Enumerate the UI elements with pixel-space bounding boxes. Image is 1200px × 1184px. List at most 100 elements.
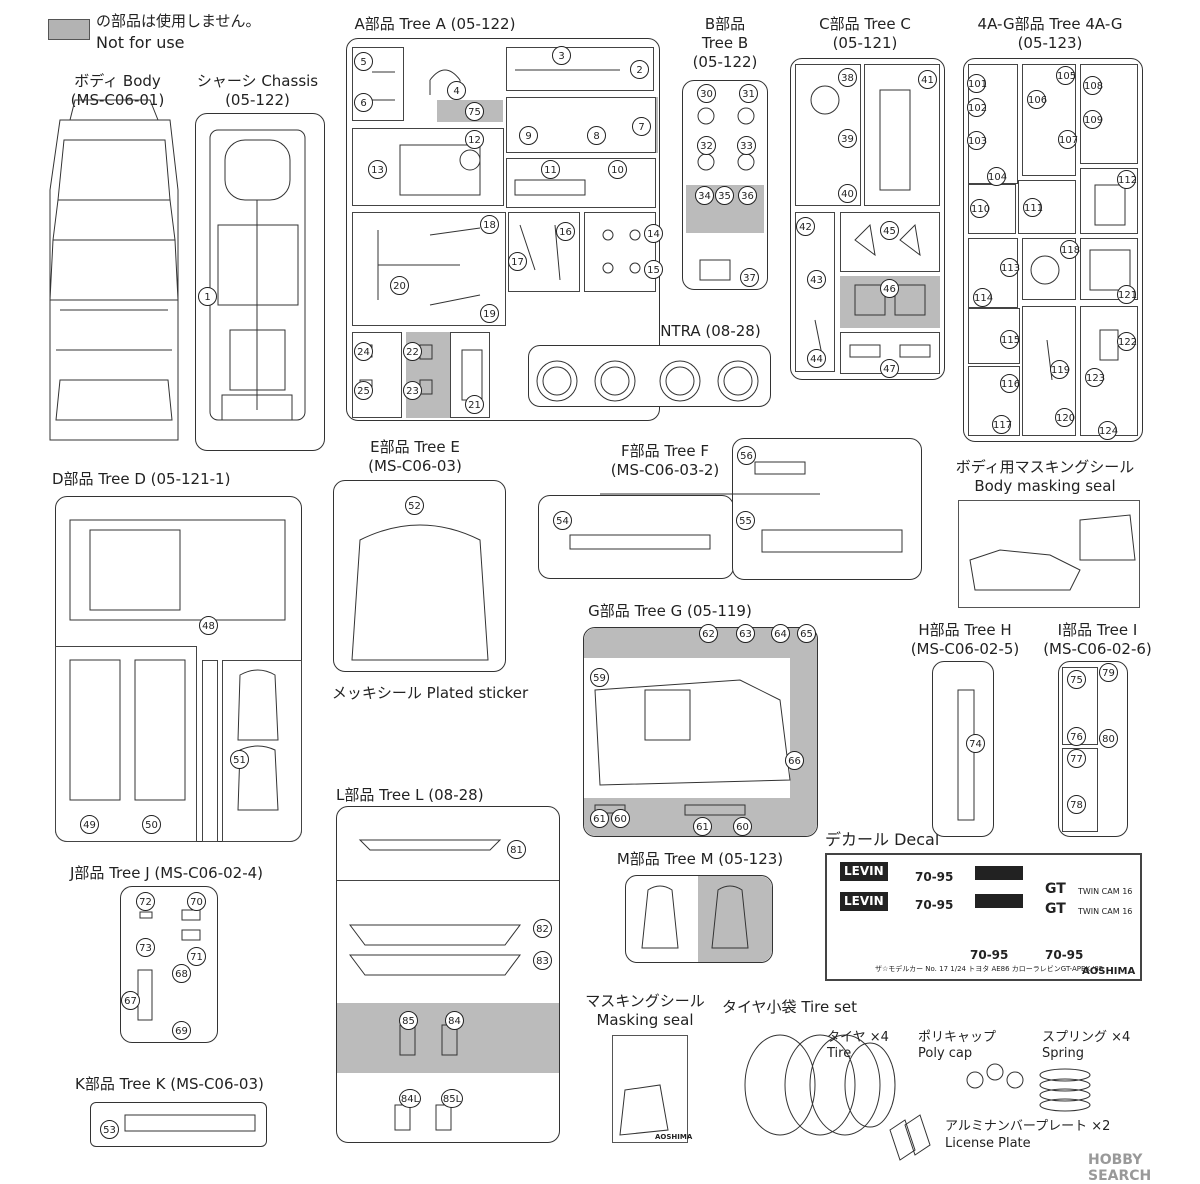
- tree-c-cell: [795, 212, 835, 372]
- tree-f-title: F部品 Tree F(MS-C06-03-2): [610, 442, 720, 479]
- part-number: 73: [136, 938, 155, 957]
- part-number: 67: [121, 991, 140, 1010]
- part-number: 119: [1050, 360, 1070, 379]
- part-number: 103: [967, 131, 987, 150]
- legend-text-en: Not for use: [96, 33, 185, 52]
- tire-set-title: タイヤ小袋 Tire set: [722, 998, 857, 1016]
- part-number: 123: [1085, 368, 1105, 387]
- part-number: 13: [368, 160, 387, 179]
- part-number: 80: [1099, 729, 1118, 748]
- tree-d-cell: [202, 660, 218, 842]
- decal-black-block-1: [975, 866, 1023, 880]
- body-outline: [49, 119, 179, 441]
- part-number: 104: [987, 167, 1007, 186]
- decal-footer: ザ☆モデルカー No. 17 1/24 トヨタ AE86 カローラレビンGT-A…: [875, 965, 1104, 973]
- decal-plate-2: 70-95: [915, 898, 954, 912]
- part-number: 2: [630, 60, 649, 79]
- tree-k-title: K部品 Tree K (MS-C06-03): [75, 1075, 264, 1093]
- part-number: 9: [519, 126, 538, 145]
- part-number: 106: [1027, 90, 1047, 109]
- part-number: 65: [797, 624, 816, 643]
- part-number: 53: [100, 1120, 119, 1139]
- tree-a-title: A部品 Tree A (05-122): [354, 15, 516, 33]
- tree-d-cell: [55, 646, 197, 842]
- decal-brand: AOSHIMA: [1082, 966, 1136, 977]
- part-number: 24: [354, 342, 373, 361]
- part-number: 115: [1000, 330, 1020, 349]
- decal-gt-2: GT: [1045, 901, 1066, 917]
- part-number: 77: [1067, 749, 1086, 768]
- part-number: 76: [1067, 727, 1086, 746]
- part-number: 102: [967, 98, 987, 117]
- part-number: 36: [738, 186, 757, 205]
- part-number: 62: [699, 624, 718, 643]
- part-number: 61: [693, 817, 712, 836]
- tree-c-cell: [840, 332, 940, 374]
- part-number: 120: [1055, 408, 1075, 427]
- legend-text-jp: の部品は使用しません。: [96, 12, 261, 30]
- part-number: 84: [445, 1011, 464, 1030]
- decal-twincam-1: TWIN CAM 16: [1078, 887, 1133, 896]
- part-number: 47: [880, 359, 899, 378]
- part-number: 55: [736, 511, 755, 530]
- tree-e-title: E部品 Tree E(MS-C06-03): [368, 438, 462, 475]
- part-number: 39: [838, 129, 857, 148]
- tree-i-title: I部品 Tree I(MS-C06-02-6): [1043, 621, 1152, 658]
- decal-plate-1: 70-95: [915, 870, 954, 884]
- part-number: 42: [796, 217, 815, 236]
- tree-l-title: L部品 Tree L (08-28): [336, 786, 484, 804]
- part-number: 69: [172, 1021, 191, 1040]
- part-number: 61: [590, 809, 609, 828]
- tree-j-frame: [120, 886, 218, 1043]
- tree-a-cell: [584, 212, 656, 292]
- part-number: 37: [740, 268, 759, 287]
- part-number: 82: [533, 919, 552, 938]
- plated-title: メッキシール Plated sticker: [331, 684, 529, 702]
- part-number: 79: [1099, 663, 1118, 682]
- part-number: 85: [399, 1011, 418, 1030]
- part-number: 10: [608, 160, 627, 179]
- part-number: 17: [508, 252, 527, 271]
- decal-twincam-2: TWIN CAM 16: [1078, 907, 1133, 916]
- part-number: 20: [390, 276, 409, 295]
- part-number: 83: [533, 951, 552, 970]
- part-number: 105: [1056, 66, 1076, 85]
- part-number: 64: [771, 624, 790, 643]
- part-number: 59: [590, 668, 609, 687]
- decal-plate-3: 70-95: [970, 948, 1009, 962]
- masking-sheet-brand: AOSHIMA: [655, 1133, 693, 1141]
- part-number: 108: [1083, 76, 1103, 95]
- part-number: 75: [1067, 670, 1086, 689]
- part-number: 63: [736, 624, 755, 643]
- not-for-use-swatch: [48, 19, 90, 40]
- tree-l-cell: [337, 880, 559, 882]
- part-number: 30: [697, 84, 716, 103]
- part-number: 15: [644, 260, 663, 279]
- part-number: 34: [695, 186, 714, 205]
- part-number: 45: [880, 221, 899, 240]
- part-number: 5: [354, 52, 373, 71]
- part-number: 101: [967, 74, 987, 93]
- part-number: 70: [187, 892, 206, 911]
- tree-k-frame: [90, 1102, 267, 1147]
- watermark: HOBBY SEARCH: [1088, 1152, 1152, 1184]
- part-number: 75: [465, 102, 484, 121]
- part-number: 7: [632, 117, 651, 136]
- part-number: 74: [966, 734, 985, 753]
- part-number: 122: [1117, 332, 1137, 351]
- part-number: 44: [807, 349, 826, 368]
- decal-gt-1: GT: [1045, 881, 1066, 897]
- chassis-title: シャーシ Chassis(05-122): [196, 72, 319, 109]
- tree-a-cell: [506, 158, 656, 208]
- part-number: 46: [880, 279, 899, 298]
- tree-4ag-title: 4A-G部品 Tree 4A-G(05-123): [977, 15, 1123, 52]
- part-number: 33: [737, 136, 756, 155]
- part-number: 52: [405, 496, 424, 515]
- part-number: 85L: [441, 1089, 463, 1108]
- part-number: 50: [142, 815, 161, 834]
